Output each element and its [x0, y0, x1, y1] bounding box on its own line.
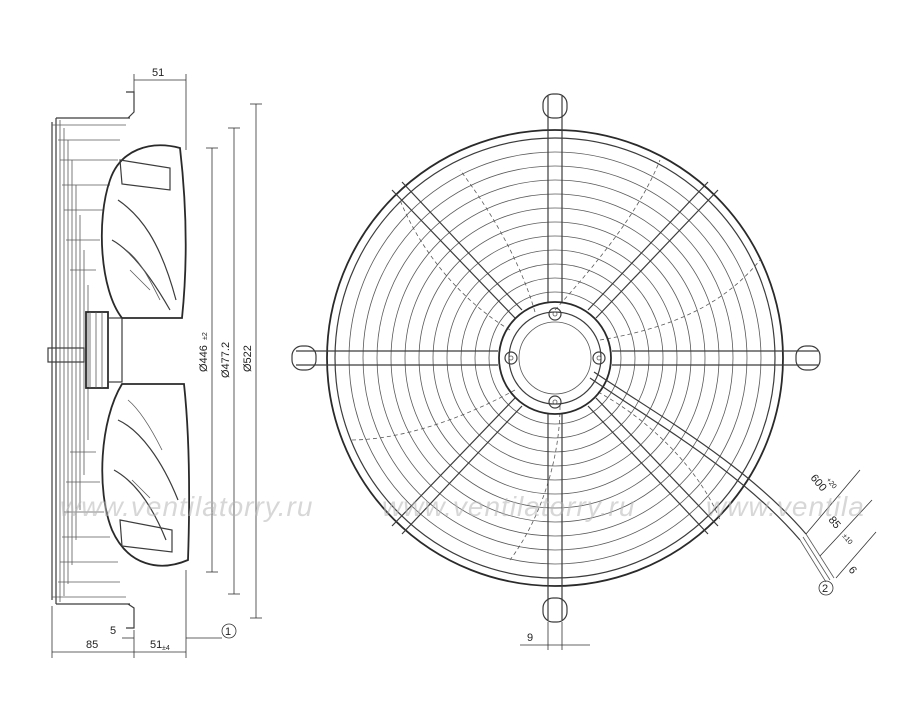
svg-text:2: 2	[822, 583, 828, 595]
dim-6: 6	[846, 564, 859, 576]
side-blade-upper	[100, 144, 187, 319]
watermark-segment-2: www.ventilatorry.ru	[382, 491, 635, 522]
front-struts	[296, 96, 818, 620]
dim-51-top: 51	[152, 67, 164, 79]
dim-cable-85-tol: ±10	[840, 533, 853, 546]
dim-446: Ø446	[198, 345, 210, 372]
svg-text:1: 1	[225, 626, 231, 638]
side-motor	[85, 311, 123, 389]
watermark-segment-1: www.ventilatorry.ru	[60, 491, 313, 522]
watermark-segment-3: www.ventila	[706, 491, 865, 522]
side-guard-rods	[51, 118, 89, 604]
front-cable	[589, 371, 835, 583]
dim-477: Ø477.2	[220, 342, 232, 378]
callout-2: 2	[818, 580, 834, 596]
side-mounting-brackets	[47, 91, 135, 629]
front-brackets	[291, 93, 821, 623]
callout-1: 1	[221, 623, 237, 639]
side-guard-rings	[52, 117, 130, 605]
dim-9: 9	[527, 632, 533, 644]
dim-51-bottom-tol: ±4	[162, 645, 170, 652]
front-guard-rings	[326, 129, 784, 587]
dim-51-bottom: 51	[150, 639, 162, 651]
dim-85: 85	[86, 639, 98, 651]
side-blade-lower	[101, 383, 191, 567]
front-blades	[349, 159, 761, 561]
dim-5: 5	[110, 625, 116, 637]
dim-522: Ø522	[242, 345, 254, 372]
dim-446-tol: ±2	[202, 332, 209, 340]
front-view: 9 600 +20 85 ±10 6 2	[291, 93, 877, 650]
front-hub	[498, 301, 612, 415]
watermark: www.ventilatorry.ru www.ventilatorry.ru …	[60, 491, 865, 522]
side-dimension-labels: 51 Ø446 ±2 Ø477.2 Ø522 85 5 51 ±4	[86, 67, 254, 652]
side-dimensions	[51, 74, 262, 658]
front-dimensions	[520, 469, 877, 650]
side-view: 51 Ø446 ±2 Ø477.2 Ø522 85 5 51 ±4 1	[47, 67, 262, 658]
